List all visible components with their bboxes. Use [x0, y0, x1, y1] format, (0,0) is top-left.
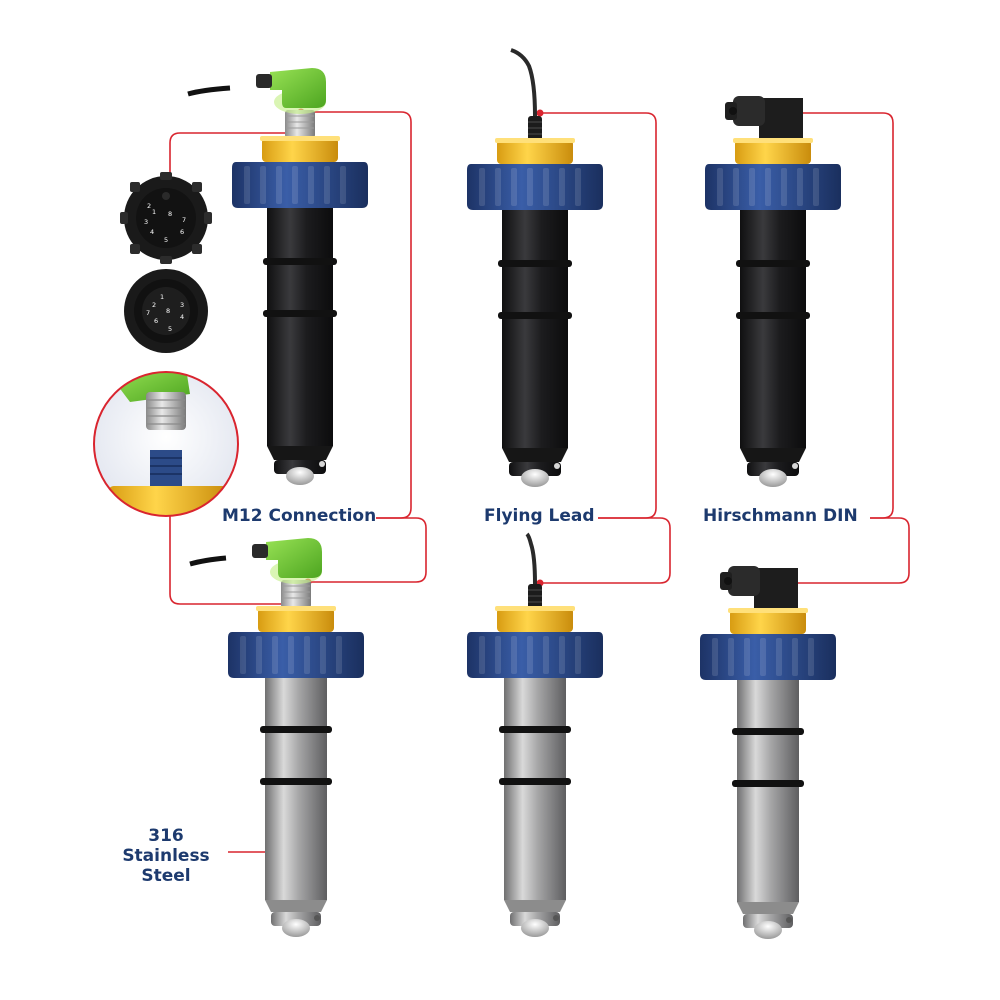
label-steel-line1: 316 — [148, 826, 184, 846]
sensor-m12-steel — [189, 537, 364, 937]
connector-face-bottom: 1 2 3 4 5 6 7 8 — [124, 269, 208, 353]
label-hirschmann-din: Hirschmann DIN — [703, 506, 858, 526]
sensor-din-steel — [700, 566, 836, 939]
sensor-flying-lead-black — [467, 48, 603, 487]
leader-lines — [169, 111, 910, 853]
pin-label: 7 — [146, 309, 150, 317]
sensor-din-black — [705, 96, 841, 487]
pin-label: 3 — [144, 218, 148, 226]
pin-label: 8 — [168, 210, 172, 218]
pin-label: 6 — [154, 317, 158, 325]
pin-label: 4 — [180, 313, 184, 321]
pin-label: 2 — [147, 202, 151, 210]
pinout-bottom-labels: 1 2 3 4 5 6 7 8 — [146, 293, 184, 333]
m12-zoom-detail — [93, 371, 239, 517]
pin-label: 4 — [150, 228, 154, 236]
pin-label: 1 — [160, 293, 164, 301]
pin-label: 3 — [180, 301, 184, 309]
sensor-flying-lead-steel — [467, 532, 603, 937]
label-316-stainless-steel: 316 Stainless Steel — [108, 826, 224, 886]
label-steel-line3: Steel — [141, 866, 191, 886]
pin-label: 6 — [180, 228, 184, 236]
pin-label: 8 — [166, 307, 170, 315]
label-steel-line2: Stainless — [122, 846, 210, 866]
pin-label: 7 — [182, 216, 186, 224]
pin-label: 2 — [152, 301, 156, 309]
pin-label: 5 — [168, 325, 172, 333]
sensor-m12-black — [187, 67, 368, 485]
label-flying-lead: Flying Lead — [484, 506, 595, 526]
pin-label: 1 — [152, 208, 156, 216]
pin-label: 5 — [164, 236, 168, 244]
connector-face-top: 1 2 3 4 5 6 7 8 — [120, 172, 212, 264]
pinout-top-labels: 1 2 3 4 5 6 7 8 — [144, 202, 186, 244]
label-m12-connection: M12 Connection — [222, 506, 377, 526]
